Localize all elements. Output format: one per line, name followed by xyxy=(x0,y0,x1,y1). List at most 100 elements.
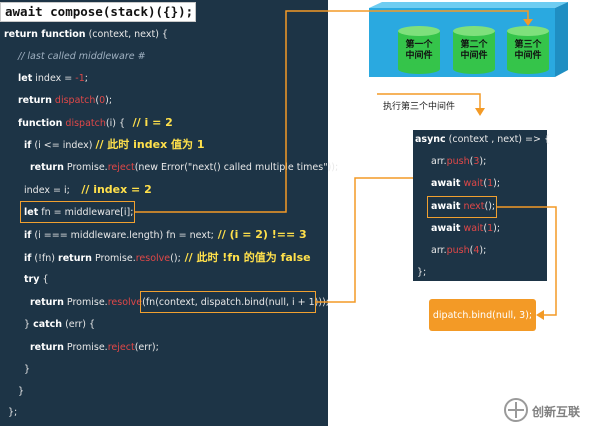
code-title: await compose(stack)({}); xyxy=(0,2,196,22)
mw-line-6: arr.push(4); xyxy=(431,245,486,257)
highlight-let-fn xyxy=(20,201,135,223)
cylinder-3 xyxy=(507,26,549,74)
code-text: ( xyxy=(483,178,488,189)
keyword: let xyxy=(24,207,39,218)
keyword: return xyxy=(58,253,92,264)
main-code-panel: await compose(stack)({}); return functio… xyxy=(0,0,338,426)
code-text: (i <= index) xyxy=(31,140,96,151)
cylinder-3-label: 第三个 中间件 xyxy=(514,40,542,61)
code-line-11: if (!fn) return Promise.resolve(); // 此时… xyxy=(24,252,311,265)
number: 1 xyxy=(487,223,494,234)
highlight-await-next xyxy=(427,196,497,218)
code-text: index = i; xyxy=(24,185,70,196)
keyword: await xyxy=(431,178,461,189)
arrowhead-third-middleware xyxy=(523,19,533,26)
code-line-10: if (i === middleware.length) fn = next; … xyxy=(24,229,307,242)
connector-fn-to-middleware xyxy=(316,177,413,303)
arrowhead-dispatch xyxy=(536,310,544,320)
function-name: resolve xyxy=(135,253,171,264)
connector-next-to-dispatch xyxy=(497,206,557,316)
code-line-12: try { xyxy=(24,274,49,286)
middleware-code-panel: async (context , next) => { arr.push(3);… xyxy=(413,130,550,281)
number: 1 xyxy=(487,178,494,189)
code-line-7: return Promise.reject(new Error("next() … xyxy=(30,162,338,174)
code-text: ( xyxy=(469,156,474,167)
function-name: resolve xyxy=(107,297,143,308)
keyword: try xyxy=(24,274,40,285)
function-name: next xyxy=(463,201,485,212)
exec-third-middleware-label: 执行第三个中间件 xyxy=(383,102,456,112)
function-name: wait xyxy=(463,223,484,234)
code-text: (); xyxy=(170,253,181,264)
keyword: if xyxy=(24,253,32,264)
cylinder-2 xyxy=(453,26,495,74)
code-text: ); xyxy=(493,178,501,189)
keyword: await xyxy=(431,223,461,234)
annotation: // (i = 2) !== 3 xyxy=(213,228,307,241)
mw-line-4: await next(); xyxy=(431,201,495,213)
keyword: let xyxy=(18,73,33,84)
code-text: Promise. xyxy=(91,253,136,264)
code-line-2: // last called middleware # xyxy=(18,51,146,62)
code-text: ); xyxy=(479,245,487,256)
code-text: ( xyxy=(483,223,488,234)
code-text: ); xyxy=(493,223,501,234)
mw-line-7: }; xyxy=(417,267,427,278)
code-text: (err) { xyxy=(62,319,96,330)
cylinder-1 xyxy=(398,26,440,74)
function-name: dispatch xyxy=(65,118,106,129)
cylinder-2-label: 第二个 中间件 xyxy=(460,40,488,61)
number: 4 xyxy=(473,245,480,256)
code-text: ); xyxy=(105,95,113,106)
code-text: (context, next) { xyxy=(85,29,168,40)
code-text: index = xyxy=(32,73,76,84)
mw-line-1: async (context , next) => { xyxy=(415,134,550,146)
function-name: push xyxy=(446,156,470,167)
keyword: if xyxy=(24,230,32,241)
code-line-17: } xyxy=(18,386,25,397)
code-text: ( xyxy=(469,245,474,256)
annotation: // 此时 index 值为 1 xyxy=(95,138,205,151)
function-name: reject xyxy=(107,342,135,353)
number: 3 xyxy=(473,156,480,167)
mw-line-5: await wait(1); xyxy=(431,223,500,235)
code-line-14: } catch (err) { xyxy=(24,319,95,331)
keyword: await xyxy=(431,201,461,212)
annotation: // 此时 !fn 的值为 false xyxy=(180,251,311,264)
arrowhead-exec-label xyxy=(475,108,485,116)
code-text: arr. xyxy=(431,156,447,167)
code-text: { xyxy=(39,274,49,285)
keyword: return xyxy=(30,162,64,173)
number: 0 xyxy=(99,95,106,106)
mw-line-3: await wait(1); xyxy=(431,178,500,190)
code-text: (err); xyxy=(134,342,159,353)
code-line-1: return function (context, next) { xyxy=(4,29,168,41)
keyword: function xyxy=(18,118,63,129)
code-text: ( xyxy=(95,95,100,106)
function-name: wait xyxy=(463,178,484,189)
code-line-8: index = i; // index = 2 xyxy=(24,184,152,197)
keyword: if xyxy=(24,140,32,151)
code-text: ; xyxy=(84,73,88,84)
code-text: (new Error("next() called multiple times… xyxy=(134,162,339,173)
code-line-6: if (i <= index) // 此时 index 值为 1 xyxy=(24,139,204,152)
function-name: push xyxy=(446,245,470,256)
code-text: Promise. xyxy=(63,297,108,308)
code-text: (); xyxy=(484,201,496,212)
code-line-5: function dispatch(i) { // i = 2 xyxy=(18,117,173,130)
code-line-16: } xyxy=(24,364,31,375)
connector-to-third-middleware xyxy=(135,10,529,213)
code-text: arr. xyxy=(431,245,447,256)
code-line-15: return Promise.reject(err); xyxy=(30,342,159,354)
code-text: (context , next) => { xyxy=(445,134,551,145)
annotation: // index = 2 xyxy=(69,183,152,196)
mw-line-2: arr.push(3); xyxy=(431,156,486,168)
code-text: Promise. xyxy=(63,342,108,353)
cylinder-1-label: 第一个 中间件 xyxy=(405,40,433,61)
code-text: ); xyxy=(479,156,487,167)
function-name: reject xyxy=(107,162,135,173)
logo-text: 创新互联 xyxy=(532,405,581,419)
dispatch-bind-box: dipatch.bind(null, 3); xyxy=(429,299,536,331)
code-text: (i) { xyxy=(105,118,125,129)
function-name: dispatch xyxy=(54,95,96,106)
